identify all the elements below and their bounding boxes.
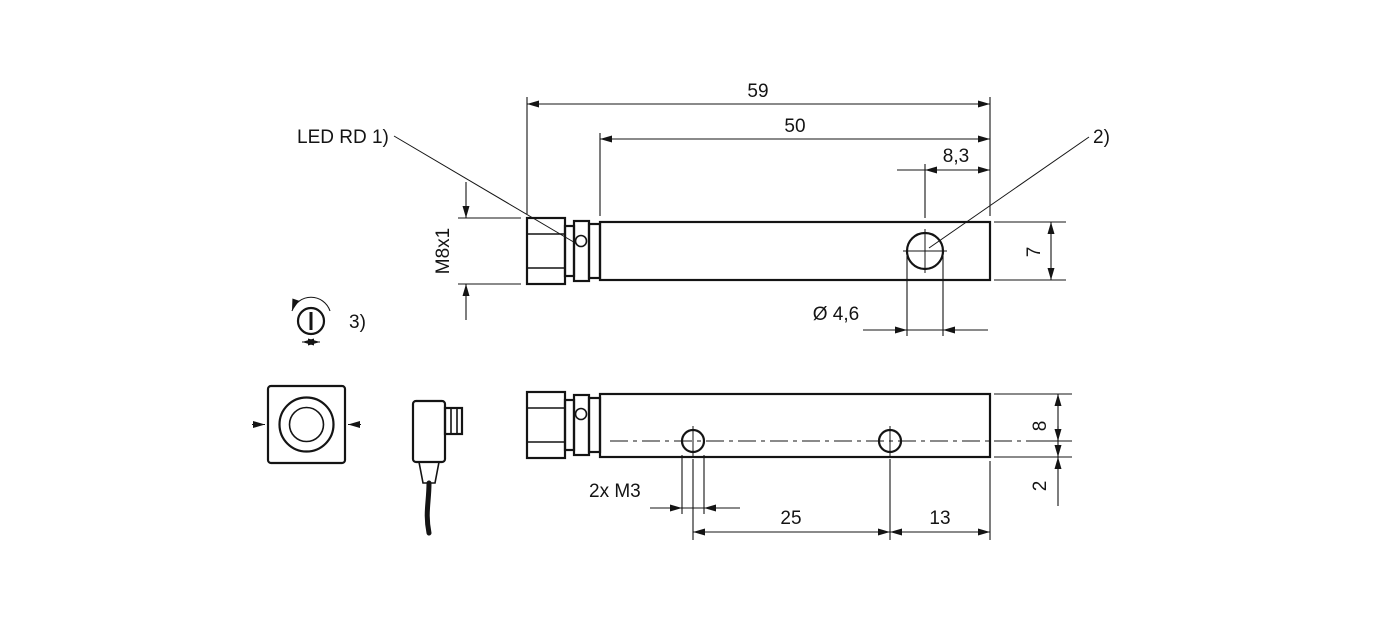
dia-4-6-label: Ø 4,6 bbox=[813, 304, 859, 325]
thread-m8x1-label: M8x1 bbox=[433, 228, 454, 274]
hole-ref-label: 2) bbox=[1093, 127, 1110, 148]
connector-nut bbox=[443, 406, 464, 436]
mounting-hole-2 bbox=[877, 426, 903, 456]
dim-50-label: 50 bbox=[784, 116, 805, 137]
dim-8-label: 8 bbox=[1030, 421, 1051, 432]
housing-top bbox=[598, 220, 992, 282]
pot-screw-icon bbox=[296, 306, 326, 336]
led-indicator bbox=[574, 234, 588, 248]
dim-mount-hole-from-end: 13 bbox=[890, 461, 991, 540]
dim-mount-hole-spacing: 25 bbox=[692, 459, 891, 540]
m8-connector-side bbox=[525, 390, 602, 460]
top-view: LED RD 1) 2) bbox=[297, 127, 1110, 286]
dim-13-label: 13 bbox=[929, 508, 950, 529]
dim-mount-thread: 2x M3 bbox=[589, 455, 740, 514]
dim-hole-axis-from-bottom: 2 bbox=[1030, 426, 1072, 506]
cable bbox=[424, 480, 432, 536]
dim-hole-diameter: Ø 4,6 bbox=[813, 256, 988, 336]
connector-body bbox=[411, 399, 447, 464]
m8-connector-top bbox=[525, 216, 602, 286]
sensing-face-outer bbox=[278, 396, 335, 453]
rotate-arrow-icon bbox=[291, 296, 331, 312]
mounting-hole-1 bbox=[680, 426, 706, 456]
dim-connector-thread: M8x1 bbox=[433, 182, 521, 320]
dim-7-label: 7 bbox=[1024, 247, 1045, 258]
dim-59-label: 59 bbox=[747, 81, 768, 102]
dim-8-3-label: 8,3 bbox=[943, 146, 969, 167]
front-view bbox=[252, 384, 361, 465]
strain-relief bbox=[418, 461, 440, 484]
led-leader-line bbox=[393, 135, 578, 245]
potentiometer-symbol: 3) bbox=[291, 296, 366, 346]
led-label: LED RD 1) bbox=[297, 127, 389, 148]
dim-housing-height: 8 bbox=[994, 393, 1072, 458]
housing-side bbox=[598, 392, 992, 459]
mount-thread-label: 2x M3 bbox=[589, 481, 641, 502]
side-view bbox=[525, 390, 1043, 460]
hole-leader-line bbox=[928, 136, 1090, 249]
sensing-face-inner bbox=[288, 406, 325, 443]
sensing-hole bbox=[903, 229, 947, 273]
dim-2-label: 2 bbox=[1030, 481, 1051, 492]
dim-housing-width: 7 bbox=[994, 221, 1066, 281]
cable-connector bbox=[411, 399, 464, 536]
dim-hole-from-end: 8,3 bbox=[897, 146, 990, 218]
dim-25-label: 25 bbox=[780, 508, 801, 529]
dim-housing-length: 50 bbox=[599, 116, 990, 216]
pot-ref-label: 3) bbox=[349, 312, 366, 333]
dim-overall-length: 59 bbox=[526, 81, 991, 216]
